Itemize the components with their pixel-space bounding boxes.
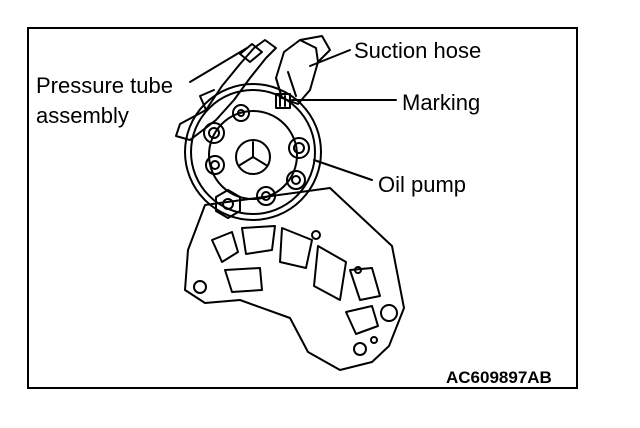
bracket-hole xyxy=(311,230,321,240)
pressure-tube-line xyxy=(199,89,215,111)
pump-pulley-inner xyxy=(208,110,298,200)
bracket-hole xyxy=(354,266,362,274)
pump-pulley-ring xyxy=(190,89,316,215)
bolt xyxy=(237,109,245,117)
leader-pressure-tube xyxy=(189,47,248,83)
label-pressure-tube-line2: assembly xyxy=(36,103,129,128)
bracket-cutout xyxy=(345,305,379,335)
bolt xyxy=(208,127,220,139)
bracket-cutout xyxy=(241,225,276,255)
label-oil-pump: Oil pump xyxy=(378,172,467,197)
mounting-bracket xyxy=(184,187,405,371)
pump-pulley-outer xyxy=(184,83,322,221)
leader-oil-pump xyxy=(313,159,373,181)
label-suction-hose: Suction hose xyxy=(354,38,482,63)
pressure-tube-fitting xyxy=(239,43,263,63)
bolt xyxy=(232,104,250,122)
bolt xyxy=(293,142,305,154)
pressure-tube xyxy=(175,39,277,141)
bolt xyxy=(291,175,301,185)
suction-hose-end xyxy=(299,35,331,63)
bolt xyxy=(205,155,225,175)
bracket-cutout xyxy=(211,231,239,263)
hub-star xyxy=(239,141,267,166)
bracket-cutout xyxy=(279,227,313,269)
hex-nut xyxy=(215,189,241,219)
figure-frame xyxy=(27,27,578,389)
marking-mark xyxy=(275,93,291,109)
bracket-hole xyxy=(193,280,207,294)
hex-nut-hole xyxy=(222,198,234,210)
bracket-cutout xyxy=(349,267,381,301)
bracket-hole xyxy=(370,336,378,344)
label-pressure-tube-line1: Pressure tube xyxy=(36,73,173,98)
bracket-cutout xyxy=(313,245,347,301)
bracket-cutout xyxy=(224,267,263,293)
marking-lines xyxy=(279,95,286,107)
bolt xyxy=(288,137,310,159)
bolt xyxy=(203,122,225,144)
bracket-hole xyxy=(353,342,367,356)
figure-code: AC609897AB xyxy=(446,368,552,387)
bolt xyxy=(261,191,271,201)
bolt xyxy=(210,160,220,170)
bracket-hole xyxy=(380,304,398,322)
bolt xyxy=(286,170,306,190)
bolt xyxy=(256,186,276,206)
leader-suction-hose xyxy=(309,49,351,67)
pump-hub xyxy=(235,139,271,175)
label-marking: Marking xyxy=(402,90,481,115)
